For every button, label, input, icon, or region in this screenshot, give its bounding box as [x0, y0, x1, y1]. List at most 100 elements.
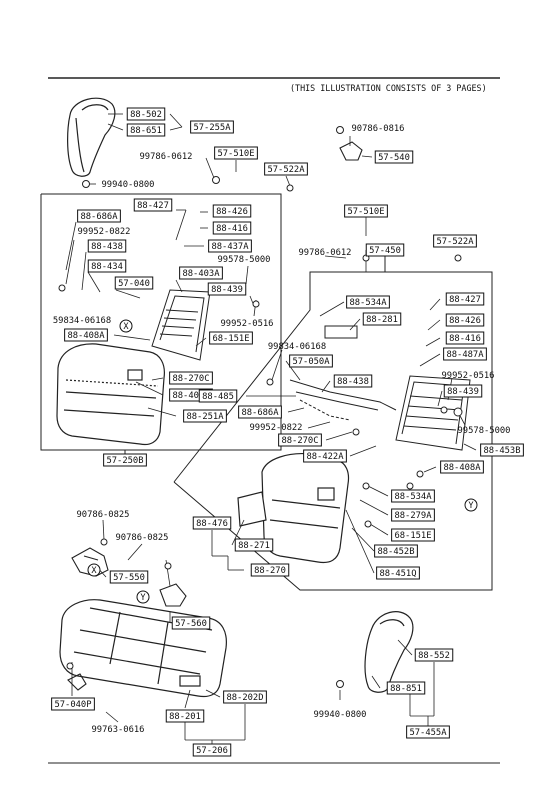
- part-label: 88-270C: [169, 371, 213, 385]
- part-label-box: [190, 120, 234, 134]
- part-number: 88-271: [238, 541, 270, 551]
- part-label-box: [77, 209, 121, 223]
- part-label: 57-040P: [51, 697, 95, 711]
- part-label-box: [214, 146, 258, 160]
- part-number: 88-686A: [241, 408, 279, 418]
- part-number: 88-485: [202, 392, 234, 402]
- part-label-box: [165, 709, 205, 723]
- part-label-box: [169, 371, 213, 385]
- part-label-box: [386, 681, 426, 695]
- part-label: 99940-0800: [314, 710, 367, 720]
- callout-circle: [464, 498, 478, 512]
- part-label-box: [198, 389, 238, 403]
- part-number: 88-270C: [172, 374, 209, 384]
- part-label: 88-686A: [77, 209, 121, 223]
- part-label: 88-271: [234, 538, 274, 552]
- part-label-box: [443, 384, 483, 398]
- part-label-box: [374, 544, 418, 558]
- part-number: 99834-06168: [268, 342, 326, 352]
- part-label-box: [406, 725, 450, 739]
- part-number: 99952-0822: [250, 423, 303, 433]
- part-label-box: [264, 162, 308, 176]
- part-number: 99578-5000: [458, 426, 511, 436]
- part-label-box: [433, 234, 477, 248]
- part-label: 57-540: [374, 150, 414, 164]
- part-label: 90786-0825: [116, 533, 169, 543]
- part-number: 88-270C: [281, 436, 318, 446]
- part-number: 88-487A: [446, 350, 484, 360]
- part-number: 99940-0800: [314, 710, 367, 720]
- part-label: 99763-0616: [92, 725, 145, 735]
- part-label: 88-686A: [238, 405, 282, 419]
- part-number: 90786-0825: [116, 533, 169, 543]
- part-label: 99786-0612: [140, 152, 193, 162]
- part-number: 99763-0616: [92, 725, 145, 735]
- part-label-box: [212, 221, 252, 235]
- part-number: 57-050A: [292, 357, 330, 367]
- part-number: 99952-0822: [78, 227, 131, 237]
- part-number: 88-279A: [394, 511, 432, 521]
- seat-back-frame-right: [395, 375, 471, 451]
- part-label-box: [362, 312, 402, 326]
- part-label: 88-270: [250, 563, 290, 577]
- part-number: 88-403A: [182, 269, 220, 279]
- callout-letter: Y: [468, 501, 474, 511]
- part-label: 88-651: [126, 123, 166, 137]
- part-label: 88-416: [212, 221, 252, 235]
- callout-marker: X: [119, 319, 133, 333]
- part-number: 57-510E: [217, 149, 254, 159]
- part-label-box: [133, 198, 173, 212]
- part-label: 88-534A: [346, 295, 390, 309]
- part-number: 88-451Q: [379, 569, 416, 579]
- part-label-box: [480, 443, 524, 457]
- part-label-box: [445, 313, 485, 327]
- part-number: 57-450: [369, 246, 401, 256]
- part-label: 88-437A: [208, 239, 252, 253]
- part-label: 99578-5000: [218, 255, 271, 265]
- part-number: 88-426: [216, 207, 248, 217]
- part-number: 88-426: [449, 316, 481, 326]
- part-label-box: [126, 123, 166, 137]
- part-number: 57-250B: [106, 456, 143, 466]
- part-number: 59834-06168: [53, 316, 111, 326]
- part-label-box: [192, 516, 232, 530]
- part-label-box: [87, 259, 127, 273]
- part-label: 57-050A: [289, 354, 333, 368]
- part-number: 57-510E: [347, 207, 384, 217]
- part-label: 57-206: [192, 743, 232, 757]
- part-number: 88-201: [169, 712, 201, 722]
- part-number: 88-851: [390, 684, 422, 694]
- part-number: 88-270: [254, 566, 286, 576]
- part-label-box: [376, 566, 420, 580]
- part-label: 88-487A: [443, 347, 487, 361]
- part-label: 88-202D: [223, 690, 267, 704]
- header-note: (THIS ILLUSTRATION CONSISTS OF 3 PAGES): [290, 83, 487, 93]
- part-label-box: [303, 449, 347, 463]
- part-label: 57-522A: [264, 162, 308, 176]
- part-label: 57-550: [109, 570, 149, 584]
- part-label: 88-438: [87, 239, 127, 253]
- callout-circle: [119, 319, 133, 333]
- part-number: 88-651: [130, 126, 162, 136]
- part-label-box: [87, 239, 127, 253]
- part-label: 57-250B: [103, 453, 147, 467]
- part-label-box: [238, 405, 282, 419]
- part-number: 57-550: [113, 573, 145, 583]
- part-label: 57-450: [365, 243, 405, 257]
- part-label-box: [126, 107, 166, 121]
- part-label: 88-451Q: [376, 566, 420, 580]
- part-label-box: [109, 570, 149, 584]
- part-number: 57-040: [118, 279, 150, 289]
- part-number: 88-434: [91, 262, 123, 272]
- part-number: 99786-0612: [140, 152, 193, 162]
- part-label: 99940-0800: [102, 180, 155, 190]
- part-label: 57-040: [114, 276, 154, 290]
- part-label: 57-455A: [406, 725, 450, 739]
- part-number: 88-439: [211, 285, 243, 295]
- part-label: 88-438: [333, 374, 373, 388]
- part-number: 88-552: [418, 651, 450, 661]
